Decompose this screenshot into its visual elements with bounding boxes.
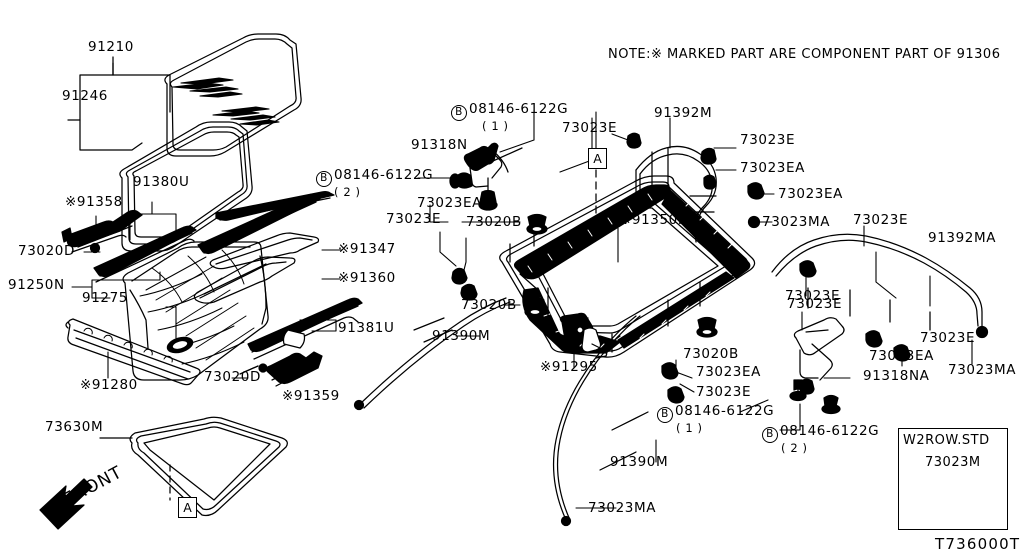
rail-91347-right (215, 191, 335, 221)
label-73020d-a: 73020D (18, 243, 75, 259)
motor-91295-shape (559, 312, 608, 359)
label-73023ma-c: 73023MA (588, 500, 657, 516)
label-91318na: 91318NA (863, 368, 930, 384)
label-73023ea-b: 73023EA (740, 160, 805, 176)
label-91360: ※91360 (338, 270, 396, 286)
glass-leader-lines (67, 56, 171, 151)
bracket-91318na-shape (789, 317, 845, 415)
label-91390m-a: 91390M (432, 328, 491, 344)
inset-header: W2ROW.STD (903, 433, 990, 448)
bolt-circle-icon: B (451, 105, 467, 121)
label-bolt-bot1-qty: ( 1 ) (676, 421, 703, 435)
section-marker-a-top: A (588, 148, 607, 169)
label-91275: 91275 (82, 290, 128, 306)
label-91358: ※91358 (65, 194, 123, 210)
front-arrow-shape (39, 478, 93, 530)
label-73630m: 73630M (45, 419, 104, 435)
label-91210: 91210 (88, 39, 134, 55)
sunshade-assembly-shape (122, 241, 269, 381)
label-73020b-a: 73020B (466, 214, 522, 230)
label-73023e-a: 73023E (386, 211, 442, 227)
hose-91392ma (771, 233, 983, 331)
label-91347: ※91347 (338, 241, 396, 257)
section-marker-a-bottom: A (178, 497, 197, 518)
hose-91390m-left (353, 297, 511, 411)
label-73023ea-e: 73023EA (696, 364, 761, 380)
inset-panel (898, 428, 1008, 530)
label-73023ma-a: 73023MA (762, 214, 831, 230)
label-73020b-b: 73020B (461, 297, 517, 313)
leader-lines (71, 109, 973, 509)
label-73023ea-c: 73023EA (778, 186, 843, 202)
label-91390m-b: 91390M (610, 454, 669, 470)
label-73023e-h: 73023E (787, 296, 843, 312)
label-bolt-top-qty: ( 1 ) (482, 119, 509, 133)
label-73023e-d: 73023E (853, 212, 909, 228)
diagram-note: NOTE:※ MARKED PART ARE COMPONENT PART OF… (608, 47, 1001, 62)
label-91381u: 91381U (338, 320, 395, 336)
label-91350m: ※91350M (620, 212, 691, 228)
label-91250n: 91250N (8, 277, 65, 293)
bolt-circle-icon: B (316, 171, 332, 187)
label-73023ea-a: 73023EA (417, 195, 482, 211)
seal-91280-shape (65, 318, 201, 386)
label-91392ma: 91392MA (928, 230, 997, 246)
drawing-code: T736000T (935, 535, 1021, 553)
label-73023ea-d: 73023EA (869, 348, 934, 364)
label-73023e-b: 73023E (562, 120, 618, 136)
rail-91381u-shape (247, 297, 363, 360)
grommet-clips (451, 132, 989, 404)
rail-91347-upper (209, 232, 320, 270)
label-bolt-left-qty: ( 2 ) (334, 185, 361, 199)
label-73023e-e: 73023E (785, 288, 841, 304)
nut-73020b-shapes (524, 213, 718, 338)
label-91380u: 91380U (133, 174, 190, 190)
inset-part-73023m: 73023M (925, 455, 981, 470)
bracket-91318n-shape (449, 142, 523, 211)
label-73023e-f: 73023E (920, 330, 976, 346)
rail-91380u-shape (93, 225, 197, 283)
label-73023e-c: 73023E (740, 132, 796, 148)
label-91295: ※91295 (540, 359, 598, 375)
label-91359: ※91359 (282, 388, 340, 404)
label-91280: ※91280 (80, 377, 138, 393)
label-73020d-b: 73020D (204, 369, 261, 385)
hose-91392m (635, 145, 717, 243)
label-73020b-c: 73020B (683, 346, 739, 362)
label-91392m: 91392M (654, 105, 713, 121)
label-73023ma-b: 73023MA (948, 362, 1017, 378)
weatherstrip-73630m-shape (129, 416, 288, 517)
frame-91350m-shape (499, 175, 756, 358)
glass-lid-shape (164, 33, 302, 157)
label-91246: 91246 (62, 88, 108, 104)
hose-91390m-bottom (552, 315, 649, 527)
label-73023e-g: 73023E (696, 384, 752, 400)
bolt-circle-icon: B (657, 407, 673, 423)
label-bolt-bot2-qty: ( 2 ) (781, 441, 808, 455)
label-91318n: 91318N (411, 137, 468, 153)
bolt-circle-icon: B (762, 427, 778, 443)
